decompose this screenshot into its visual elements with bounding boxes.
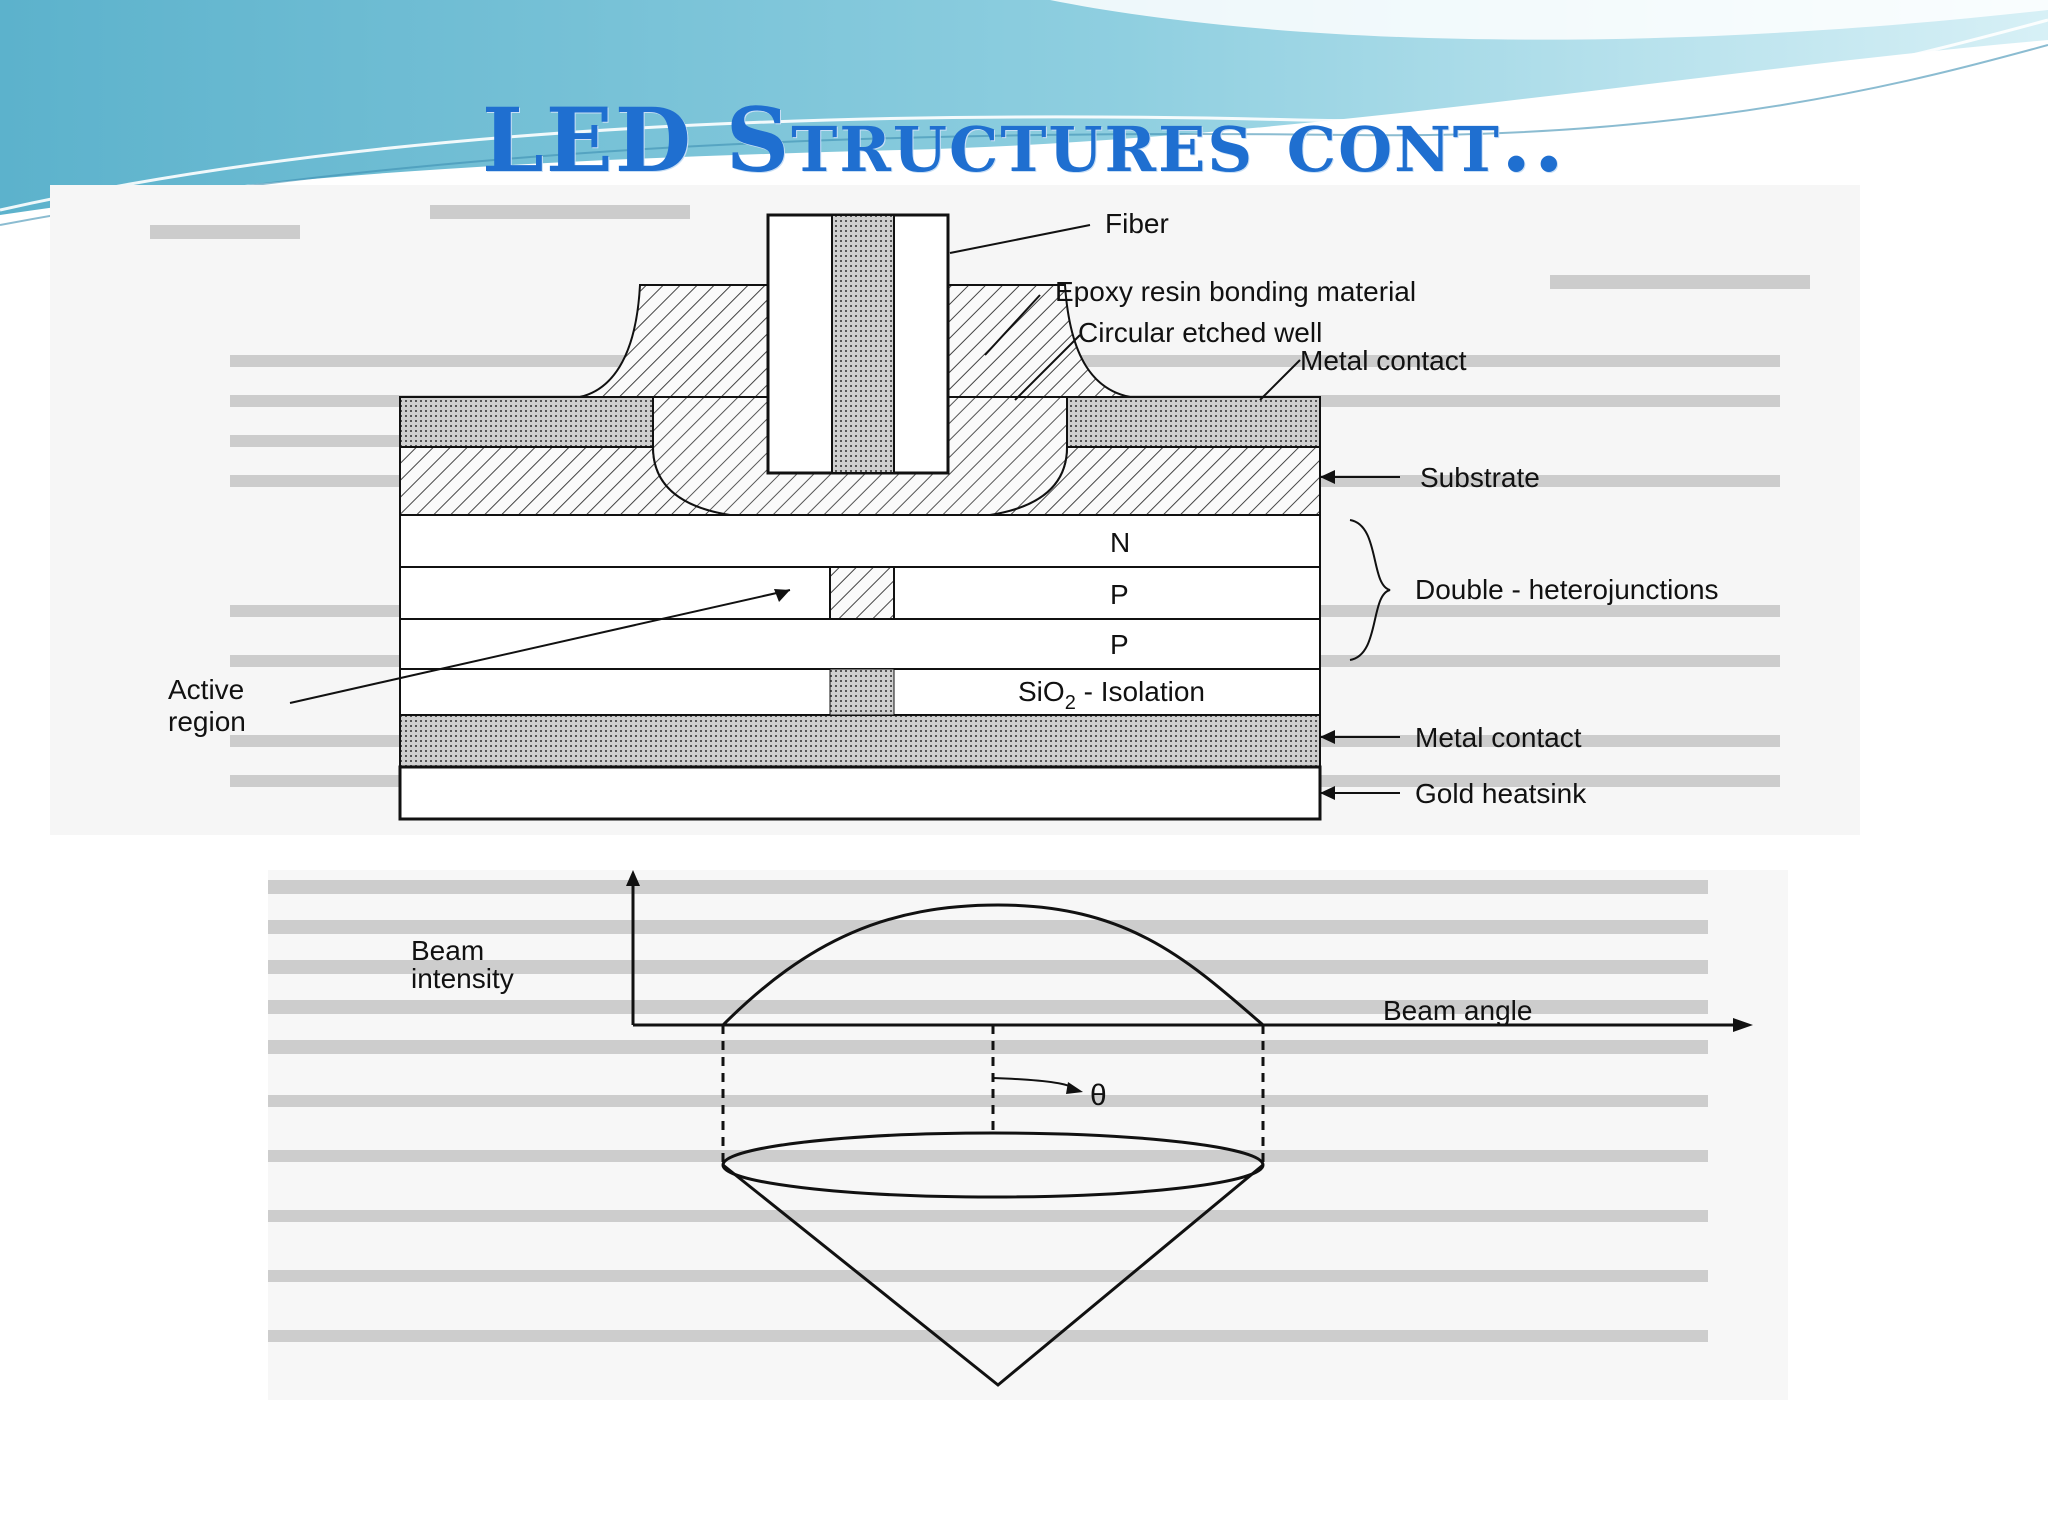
label-metal-contact-top: Metal contact — [1300, 345, 1467, 376]
label-active-region-1: Active — [168, 674, 244, 705]
x-axis-arrow — [1733, 1018, 1753, 1032]
slide-title: LED Structures cont.. — [481, 88, 1567, 192]
active-region-block — [829, 566, 895, 620]
label-etched-well: Circular etched well — [1078, 317, 1322, 348]
projection-lines — [721, 1025, 1265, 1165]
theta-arrowhead — [1066, 1082, 1083, 1094]
label-double-heterojunctions: Double - heterojunctions — [1415, 574, 1719, 605]
label-theta: θ — [1090, 1079, 1107, 1112]
metal-contact-bottom-layer — [399, 714, 1321, 768]
label-epoxy: Epoxy resin bonding material — [1055, 276, 1416, 307]
scan-background-noise — [268, 880, 1708, 1342]
double-heterojunction-diagram: Fiber Epoxy resin bonding material Circu… — [50, 185, 1860, 835]
label-metal-contact-bottom: Metal contact — [1415, 722, 1582, 753]
fiber — [579, 213, 1131, 516]
p-layer-lower — [399, 618, 1321, 670]
label-p-1: P — [1110, 579, 1129, 610]
intensity-curve — [721, 903, 1264, 1027]
arrowheads — [774, 470, 1335, 800]
contact-via — [829, 668, 895, 716]
label-beam-intensity-1: Beam — [411, 935, 484, 966]
label-p-2: P — [1110, 629, 1129, 660]
label-sio2-isolation: SiO2 - Isolation — [1018, 676, 1205, 714]
gold-heatsink-layer — [398, 765, 1322, 821]
beam-pattern-diagram: Beam intensity Beam angle θ — [268, 870, 1788, 1400]
label-beam-angle: Beam angle — [1383, 995, 1532, 1026]
label-fiber: Fiber — [1105, 208, 1169, 239]
beam-axes — [631, 880, 1738, 1027]
label-substrate: Substrate — [1420, 462, 1540, 493]
label-gold-heatsink: Gold heatsink — [1415, 778, 1587, 809]
y-axis-arrow — [626, 870, 640, 886]
label-n: N — [1110, 527, 1130, 558]
header-wave-background — [0, 0, 2048, 226]
label-beam-intensity-2: intensity — [411, 963, 514, 994]
beam-cone-body — [722, 1163, 1264, 1387]
n-layer — [399, 514, 1321, 568]
label-active-region-2: region — [168, 706, 246, 737]
